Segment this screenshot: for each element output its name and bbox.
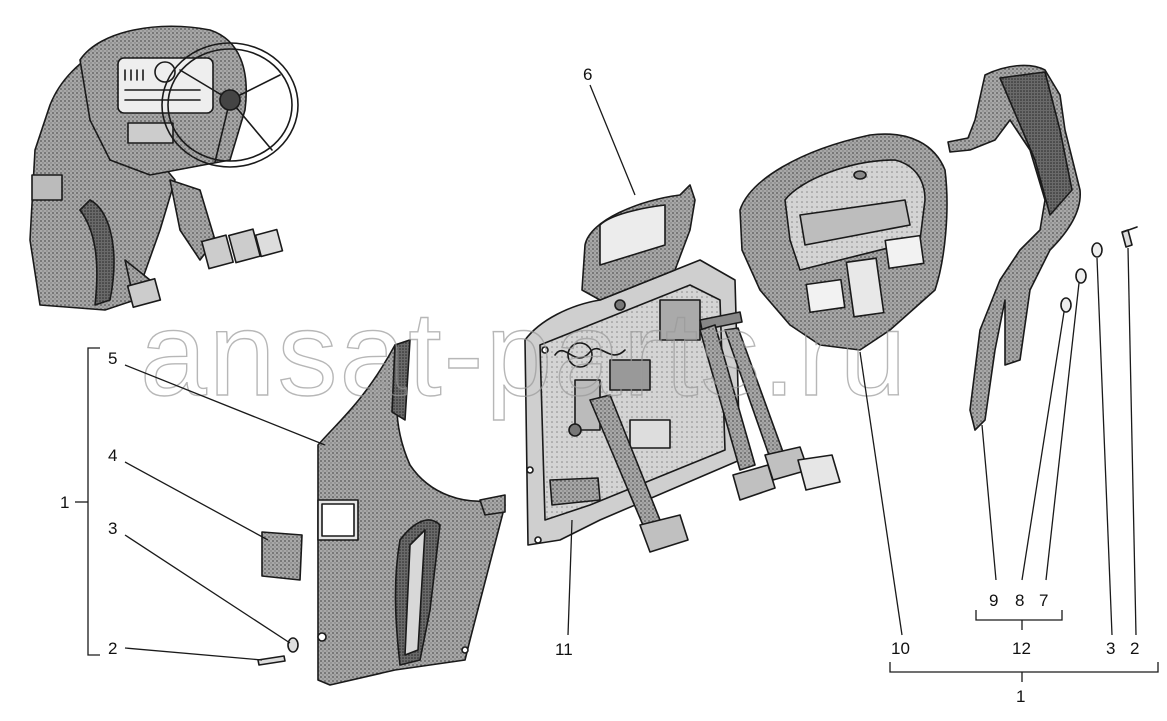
leader-lines [75, 84, 1159, 682]
callout-3-right: 3 [1106, 639, 1115, 658]
watermark-text: ansat-parts.ru [140, 287, 908, 421]
callout-1-left: 1 [60, 493, 69, 512]
assembled-cab-overview [29, 25, 299, 311]
callout-2-left: 2 [108, 639, 117, 658]
callout-8: 8 [1015, 591, 1024, 610]
callout-3-left: 3 [108, 519, 117, 538]
part-3-washer-left [287, 637, 299, 653]
callout-4: 4 [108, 446, 117, 465]
pedal-mounting-plate [524, 184, 841, 553]
callout-7: 7 [1039, 591, 1048, 610]
callout-12: 12 [1012, 639, 1031, 658]
part-8-washer [1060, 297, 1072, 313]
callout-5: 5 [108, 349, 117, 368]
instrument-console-housing [739, 133, 948, 351]
bracket-1-left [87, 347, 100, 656]
side-bracket [947, 64, 1081, 431]
callout-6: 6 [583, 65, 592, 84]
callout-11: 11 [555, 640, 573, 659]
part-3-washer-right [1091, 242, 1103, 258]
callout-labels: 1 5 4 3 2 6 11 10 9 8 7 12 3 2 1 [60, 65, 1139, 706]
callout-2-right: 2 [1130, 639, 1139, 658]
callout-10: 10 [891, 639, 910, 658]
part-2-screw-left [257, 655, 286, 666]
side-cover-panel [317, 339, 506, 686]
part-2-screw-head [1122, 226, 1138, 233]
callout-1-bottom: 1 [1016, 687, 1025, 706]
callout-9: 9 [989, 591, 998, 610]
part-4-plate [261, 531, 303, 581]
part-7-washer [1075, 268, 1087, 284]
